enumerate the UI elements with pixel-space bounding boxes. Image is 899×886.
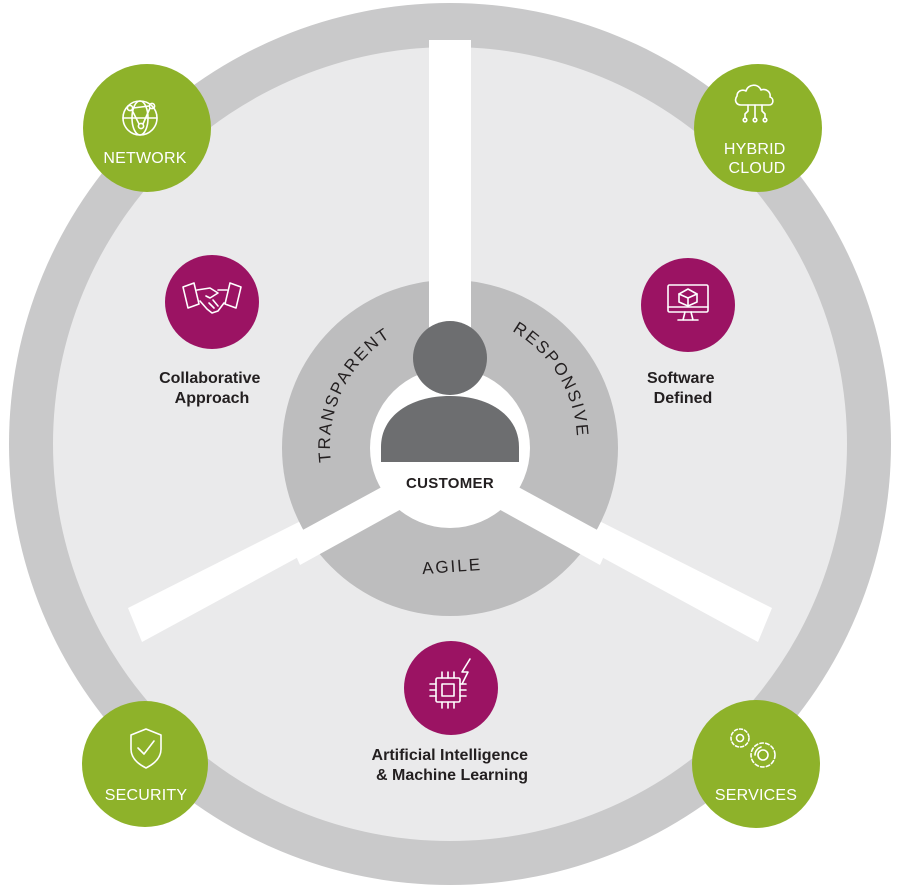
badge-label: NETWORK	[103, 150, 186, 167]
customer-person-icon	[381, 321, 519, 462]
badge-services: SERVICES	[692, 700, 820, 828]
pillar-label-line2: Defined	[654, 390, 713, 407]
pillar-ai-ml: Artificial Intelligence & Machine Learni…	[372, 641, 533, 784]
pillar-collaborative-approach: Collaborative Approach	[159, 255, 265, 407]
badge-circle	[694, 64, 822, 192]
badge-label: SERVICES	[715, 787, 797, 804]
pillar-label: Collaborative Approach	[159, 370, 265, 407]
pillar-label-line1: Artificial Intelligence	[372, 747, 529, 764]
pillar-badge	[165, 255, 259, 349]
gears-icon	[730, 728, 776, 768]
center-label: CUSTOMER	[406, 475, 494, 492]
badge-label-line1: HYBRID	[724, 141, 786, 158]
chip-lightning-icon	[429, 658, 471, 709]
ring-word-bottom: AGILE	[421, 555, 482, 578]
shield-check-icon	[130, 728, 162, 769]
pillar-label: Artificial Intelligence & Machine Learni…	[372, 747, 533, 784]
badge-hybrid-cloud: HYBRID CLOUD	[694, 64, 822, 192]
badge-label: SECURITY	[105, 787, 188, 804]
badge-security: SECURITY	[82, 701, 208, 827]
pillar-label-line2: Approach	[175, 390, 250, 407]
pillar-label-line1: Software	[647, 370, 715, 387]
pillar-software-defined: Software Defined	[641, 258, 735, 407]
monitor-cube-icon	[667, 284, 709, 321]
pillar-label-line1: Collaborative	[159, 370, 260, 387]
badge-network: NETWORK	[83, 64, 211, 192]
pillar-label-line2: & Machine Learning	[376, 767, 528, 784]
badge-label-line2: CLOUD	[728, 160, 785, 177]
handshake-icon	[182, 282, 242, 314]
pillar-label: Software Defined	[647, 370, 719, 407]
globe-network-icon	[122, 100, 158, 136]
badge-circle	[82, 701, 208, 827]
pillar-badge	[404, 641, 498, 735]
cloud-circuit-icon	[734, 84, 774, 123]
badge-label: HYBRID CLOUD	[724, 141, 790, 177]
